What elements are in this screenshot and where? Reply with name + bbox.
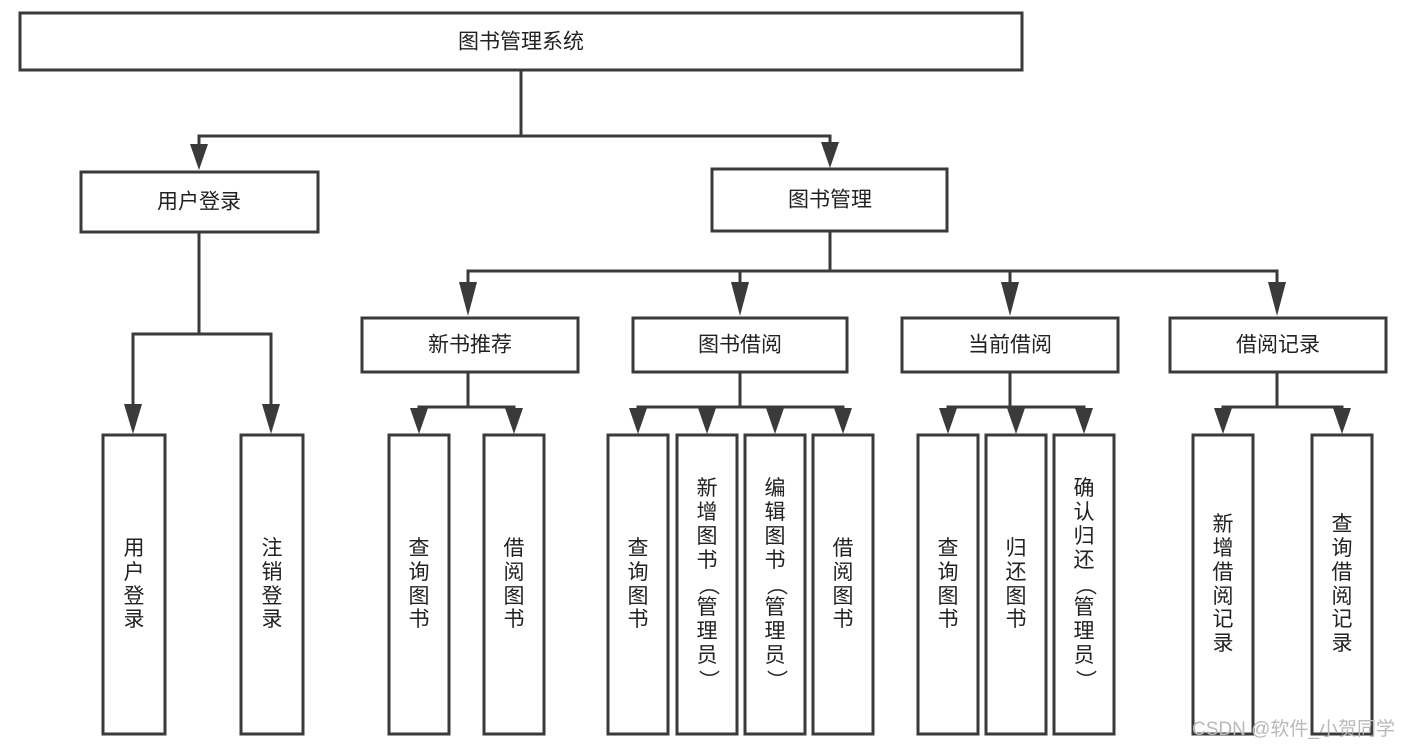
node-current-borrow-label: 当前借阅 xyxy=(968,334,1052,357)
arrow-to-leaf-query-record xyxy=(1333,408,1351,434)
arrow-to-borrow-record xyxy=(1268,282,1286,316)
leaf-box-user-login[interactable] xyxy=(101,433,167,736)
arrow-to-user-login xyxy=(190,144,208,170)
arrow-to-leaf-query-book-2 xyxy=(629,408,647,434)
watermark-text: CSDN @软件_小贺同学 xyxy=(1192,719,1395,740)
node-book-borrow-label: 图书借阅 xyxy=(698,334,782,357)
node-root[interactable] xyxy=(18,11,1024,72)
node-borrow-record-label: 借阅记录 xyxy=(1236,334,1320,357)
arrow-to-leaf-borrow-book-1 xyxy=(505,408,523,434)
arrow-to-leaf-add-book xyxy=(698,408,716,434)
arrow-to-leaf-query-book-3 xyxy=(939,408,957,434)
leaf-box-logout[interactable] xyxy=(239,433,305,736)
connector-current-borrow-children xyxy=(946,370,1086,414)
arrow-to-leaf-return-book xyxy=(1007,408,1025,434)
node-new-book-recommend[interactable] xyxy=(360,316,580,374)
node-user-login-label: 用户登录 xyxy=(157,191,241,214)
node-user-login[interactable] xyxy=(79,170,320,234)
connector-book-management-children xyxy=(466,229,1279,287)
leaf-box-query-book-1[interactable] xyxy=(387,433,451,736)
node-root-label: 图书管理系统 xyxy=(458,31,584,54)
arrow-to-current-borrow xyxy=(1001,282,1019,316)
leaf-box-borrow-book-2[interactable] xyxy=(811,433,875,736)
arrow-to-book-borrow xyxy=(731,282,749,316)
leaf-box-borrow-book-1[interactable] xyxy=(482,433,546,736)
arrow-to-leaf-confirm-return xyxy=(1075,408,1093,434)
leaf-box-query-book-3[interactable] xyxy=(916,433,980,736)
leaf-box-edit-book[interactable] xyxy=(743,433,807,736)
connector-borrow-record-children xyxy=(1221,370,1344,414)
connector-new-book-recommend-children xyxy=(417,370,516,414)
leaf-box-add-book[interactable] xyxy=(675,433,739,736)
leaf-box-query-book-2[interactable] xyxy=(606,433,670,736)
arrow-to-leaf-user-login xyxy=(124,404,142,434)
leaf-box-add-record[interactable] xyxy=(1191,433,1255,736)
leaf-box-return-book[interactable] xyxy=(984,433,1048,736)
arrow-to-leaf-edit-book xyxy=(766,408,784,434)
node-new-book-recommend-label: 新书推荐 xyxy=(428,334,512,357)
connector-root-bus xyxy=(197,68,832,150)
connector-user-login-children xyxy=(131,230,273,410)
connector-book-borrow-children xyxy=(636,370,845,414)
arrow-to-new-book-recommend xyxy=(459,282,477,316)
node-book-management-label: 图书管理 xyxy=(788,189,872,212)
arrow-to-leaf-add-record xyxy=(1214,408,1232,434)
arrow-to-book-manage xyxy=(821,142,839,168)
node-current-borrow[interactable] xyxy=(900,316,1120,374)
arrow-to-leaf-logout xyxy=(262,404,280,434)
leaf-box-query-record[interactable] xyxy=(1310,433,1374,736)
leaf-box-confirm-return[interactable] xyxy=(1052,433,1116,736)
arrow-to-leaf-query-book-1 xyxy=(410,408,428,434)
arrow-to-leaf-borrow-book-2 xyxy=(834,408,852,434)
